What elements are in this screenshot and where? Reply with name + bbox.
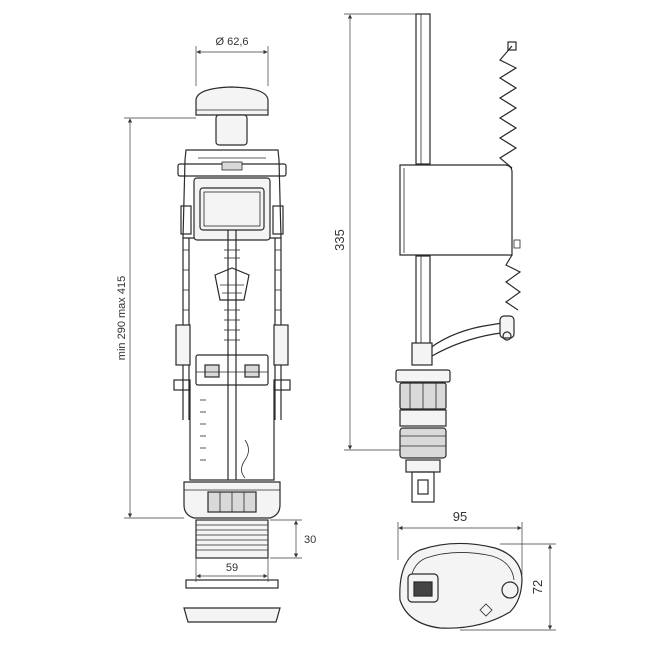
push-button-cap <box>195 86 269 146</box>
flush-valve-dimensions: Ø 62,6 min 290 max 415 30 59 <box>116 36 316 582</box>
lower-tube <box>189 385 275 481</box>
valve-head <box>395 342 451 427</box>
lever-arm <box>429 315 515 357</box>
float-box <box>399 164 521 256</box>
threaded-shank <box>195 519 269 559</box>
valve-height-label: 335 <box>332 229 347 251</box>
thread-width-label: 59 <box>226 562 238 574</box>
mid-mechanism <box>195 354 269 386</box>
lock-nut <box>183 607 281 623</box>
flush-valve <box>173 86 291 623</box>
fill-valve-dimensions: 335 95 72 <box>332 13 556 631</box>
fill-valve <box>395 13 523 629</box>
thread-height-label: 30 <box>304 534 316 546</box>
float-width-label: 95 <box>453 509 467 524</box>
valve-body <box>399 427 447 503</box>
valve-base <box>183 481 281 519</box>
riser-tube <box>415 13 431 347</box>
float-chain <box>498 41 522 311</box>
side-rails <box>173 238 291 420</box>
cap-diameter-label: Ø 62,6 <box>215 36 248 48</box>
height-range-label: min 290 max 415 <box>116 276 128 360</box>
valve-cage <box>177 149 287 241</box>
float-depth-label: 72 <box>530 580 545 594</box>
washer <box>185 579 279 589</box>
plan-view <box>399 542 523 629</box>
